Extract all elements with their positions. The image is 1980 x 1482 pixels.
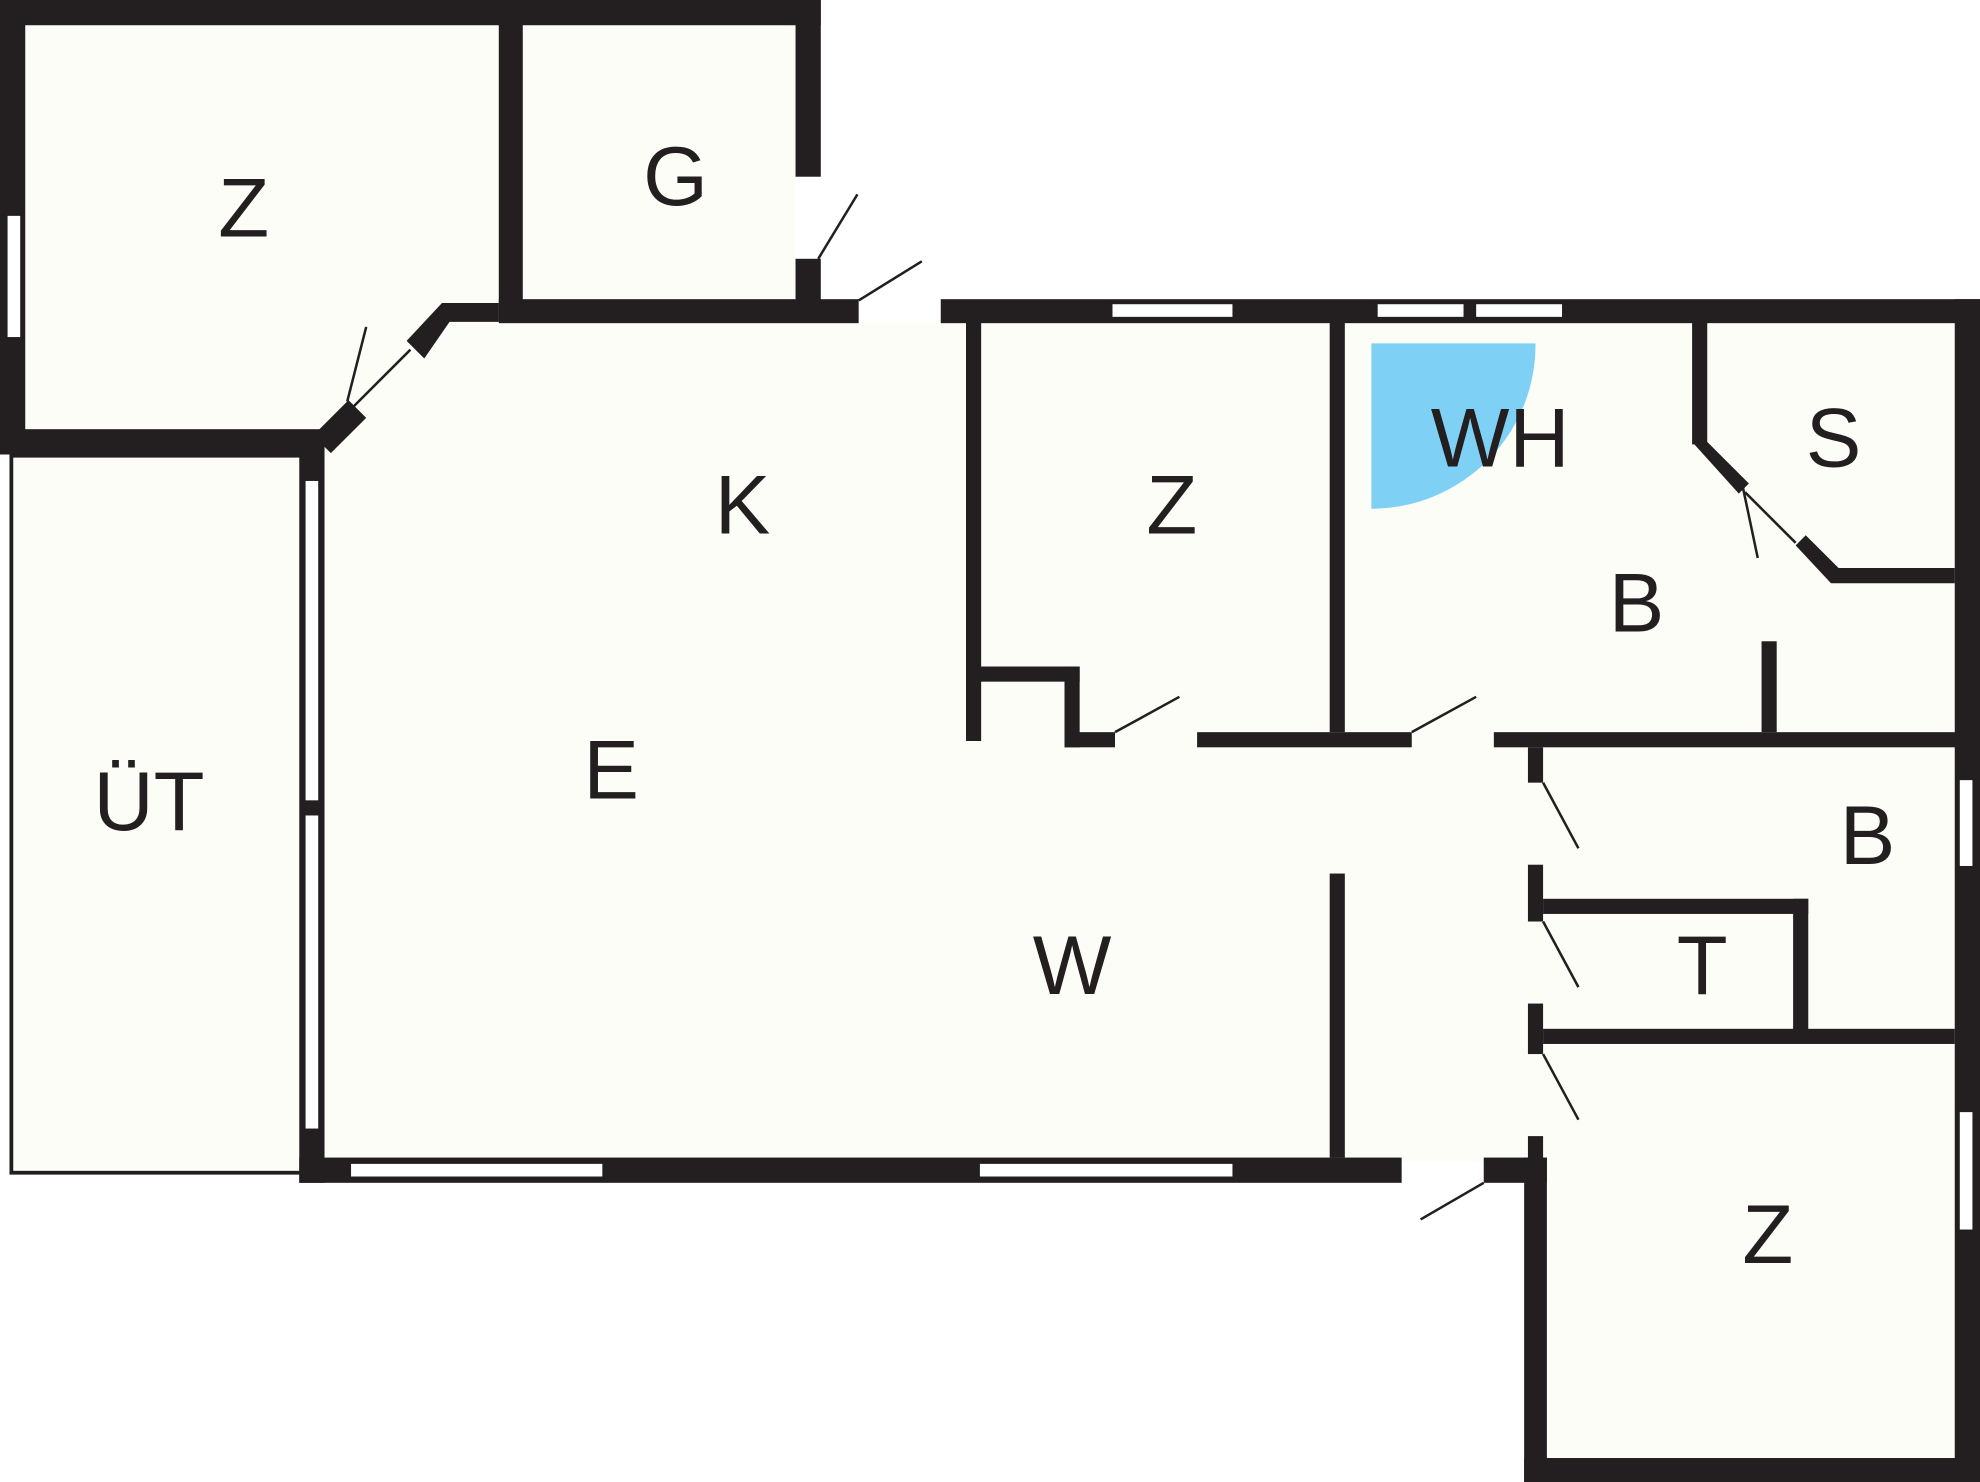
room-label-w: W	[1033, 919, 1112, 1012]
door-swings	[346, 193, 1797, 1221]
room-label-ut: ÜT	[93, 755, 204, 848]
windows	[5, 213, 1975, 1233]
room-label-s: S	[1806, 391, 1862, 484]
room-label-k: K	[715, 458, 771, 551]
room-label-wh: WH	[1431, 391, 1570, 484]
shower-area	[1371, 343, 1536, 509]
room-label-t: T	[1677, 919, 1728, 1012]
room-labels: Z G K Z WH S B E ÜT W B T Z	[93, 130, 1895, 1281]
room-label-z1: Z	[218, 162, 269, 255]
room-label-z3: Z	[1742, 1188, 1793, 1281]
room-label-b2: B	[1840, 789, 1896, 882]
room-label-z2: Z	[1146, 458, 1197, 551]
room-label-g: G	[643, 130, 708, 223]
room-label-e: E	[583, 723, 639, 816]
room-label-b1: B	[1609, 557, 1665, 650]
